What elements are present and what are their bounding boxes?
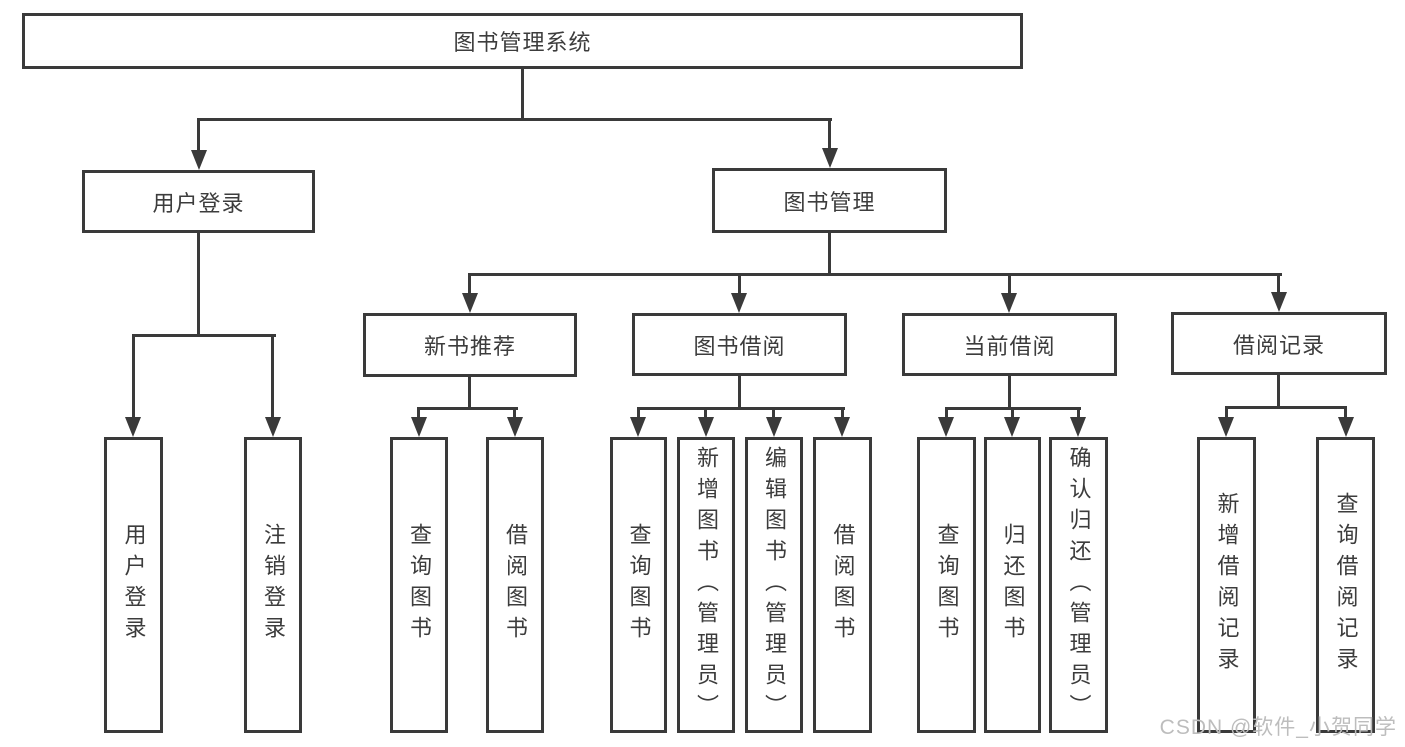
arrow-down-icon bbox=[834, 417, 850, 437]
node-label: 新书推荐 bbox=[423, 334, 516, 359]
node-label: 注销登录 bbox=[261, 523, 286, 647]
arrow-down-icon bbox=[1001, 293, 1017, 313]
arrow-down-icon bbox=[1218, 417, 1234, 437]
leaf-borrow-books-borrow: 借阅图书 bbox=[813, 437, 872, 733]
leaf-confirm-return-admin: 确认归还（管理员） bbox=[1049, 437, 1108, 733]
arrow-down-icon bbox=[1004, 417, 1020, 437]
leaf-query-borrow-record: 查询借阅记录 bbox=[1316, 437, 1375, 733]
connector-line bbox=[468, 273, 471, 295]
leaf-borrow-books-recommend: 借阅图书 bbox=[486, 437, 544, 733]
connector-line bbox=[1344, 406, 1347, 419]
arrow-down-icon bbox=[125, 417, 141, 437]
arrow-down-icon bbox=[1338, 417, 1354, 437]
connector-line bbox=[1008, 376, 1011, 407]
node-label: 用户登录 bbox=[121, 523, 147, 647]
node-label: 新增借阅记录 bbox=[1214, 492, 1240, 678]
node-label: 编辑图书（管理员） bbox=[762, 445, 787, 725]
connector-line bbox=[1011, 407, 1014, 419]
connector-line bbox=[1077, 407, 1080, 419]
leaf-logout: 注销登录 bbox=[244, 437, 302, 733]
connector-line bbox=[828, 233, 831, 276]
node-label: 当前借阅 bbox=[963, 333, 1056, 359]
connector-line bbox=[772, 407, 775, 419]
arrow-down-icon bbox=[766, 417, 782, 437]
connector-line bbox=[1008, 273, 1011, 295]
arrow-down-icon bbox=[507, 417, 523, 437]
node-user-login: 用户登录 bbox=[82, 170, 315, 233]
arrow-down-icon bbox=[822, 148, 838, 168]
node-label: 查询图书 bbox=[407, 523, 432, 647]
connector-line bbox=[198, 118, 832, 121]
arrow-down-icon bbox=[265, 417, 281, 437]
connector-line bbox=[1225, 406, 1228, 419]
arrow-down-icon bbox=[731, 293, 747, 313]
connector-line bbox=[945, 407, 948, 419]
leaf-query-books-current: 查询图书 bbox=[917, 437, 976, 733]
connector-line bbox=[468, 377, 471, 407]
leaf-return-book: 归还图书 bbox=[984, 437, 1041, 733]
node-label: 用户登录 bbox=[152, 190, 245, 216]
leaf-query-books-recommend: 查询图书 bbox=[390, 437, 448, 733]
node-borrowing-records: 借阅记录 bbox=[1171, 312, 1387, 375]
node-library-system: 图书管理系统 bbox=[22, 13, 1023, 69]
node-new-book-recommend: 新书推荐 bbox=[363, 313, 577, 377]
node-label: 查询借阅记录 bbox=[1333, 492, 1359, 678]
arrow-down-icon bbox=[1070, 417, 1086, 437]
leaf-edit-book-admin: 编辑图书（管理员） bbox=[745, 437, 803, 733]
connector-line bbox=[468, 273, 1282, 276]
node-label: 归还图书 bbox=[1000, 523, 1026, 647]
arrow-down-icon bbox=[630, 417, 646, 437]
leaf-user-login: 用户登录 bbox=[104, 437, 163, 733]
connector-line bbox=[197, 233, 200, 334]
connector-line bbox=[1277, 273, 1280, 294]
connector-line bbox=[828, 118, 831, 152]
leaf-add-book-admin: 新增图书（管理员） bbox=[677, 437, 735, 733]
connector-line bbox=[637, 407, 845, 410]
arrow-down-icon bbox=[462, 293, 478, 313]
node-label: 借阅图书 bbox=[830, 523, 856, 647]
node-label: 查询图书 bbox=[626, 523, 652, 647]
connector-line bbox=[132, 334, 276, 337]
arrow-down-icon bbox=[191, 150, 207, 170]
connector-line bbox=[417, 407, 420, 419]
connector-line bbox=[197, 118, 200, 154]
connector-line bbox=[417, 407, 518, 410]
arrow-down-icon bbox=[698, 417, 714, 437]
leaf-query-books-borrow: 查询图书 bbox=[610, 437, 667, 733]
connector-line bbox=[1225, 406, 1347, 409]
node-label: 借阅记录 bbox=[1232, 332, 1325, 358]
arrow-down-icon bbox=[938, 417, 954, 437]
node-current-borrowing: 当前借阅 bbox=[902, 313, 1117, 376]
node-label: 查询图书 bbox=[934, 523, 960, 647]
connector-line bbox=[637, 407, 640, 419]
watermark: CSDN @软件_小贺同学 bbox=[1159, 716, 1397, 739]
connector-line bbox=[132, 334, 135, 419]
node-label: 图书管理 bbox=[783, 189, 876, 215]
connector-line bbox=[841, 407, 844, 419]
connector-line bbox=[738, 273, 741, 295]
node-label: 新增图书（管理员） bbox=[694, 445, 719, 725]
arrow-down-icon bbox=[1271, 292, 1287, 312]
node-book-management: 图书管理 bbox=[712, 168, 947, 233]
connector-line bbox=[704, 407, 707, 419]
connector-line bbox=[521, 69, 524, 118]
node-label: 图书借阅 bbox=[693, 333, 786, 359]
node-label: 借阅图书 bbox=[503, 523, 528, 647]
node-label: 图书管理系统 bbox=[453, 30, 592, 55]
connector-line bbox=[513, 407, 516, 419]
arrow-down-icon bbox=[411, 417, 427, 437]
connector-line bbox=[738, 376, 741, 407]
connector-line bbox=[1277, 375, 1280, 406]
leaf-add-borrow-record: 新增借阅记录 bbox=[1197, 437, 1256, 733]
node-book-borrowing: 图书借阅 bbox=[632, 313, 847, 376]
node-label: 确认归还（管理员） bbox=[1066, 445, 1092, 725]
connector-line bbox=[271, 334, 274, 419]
